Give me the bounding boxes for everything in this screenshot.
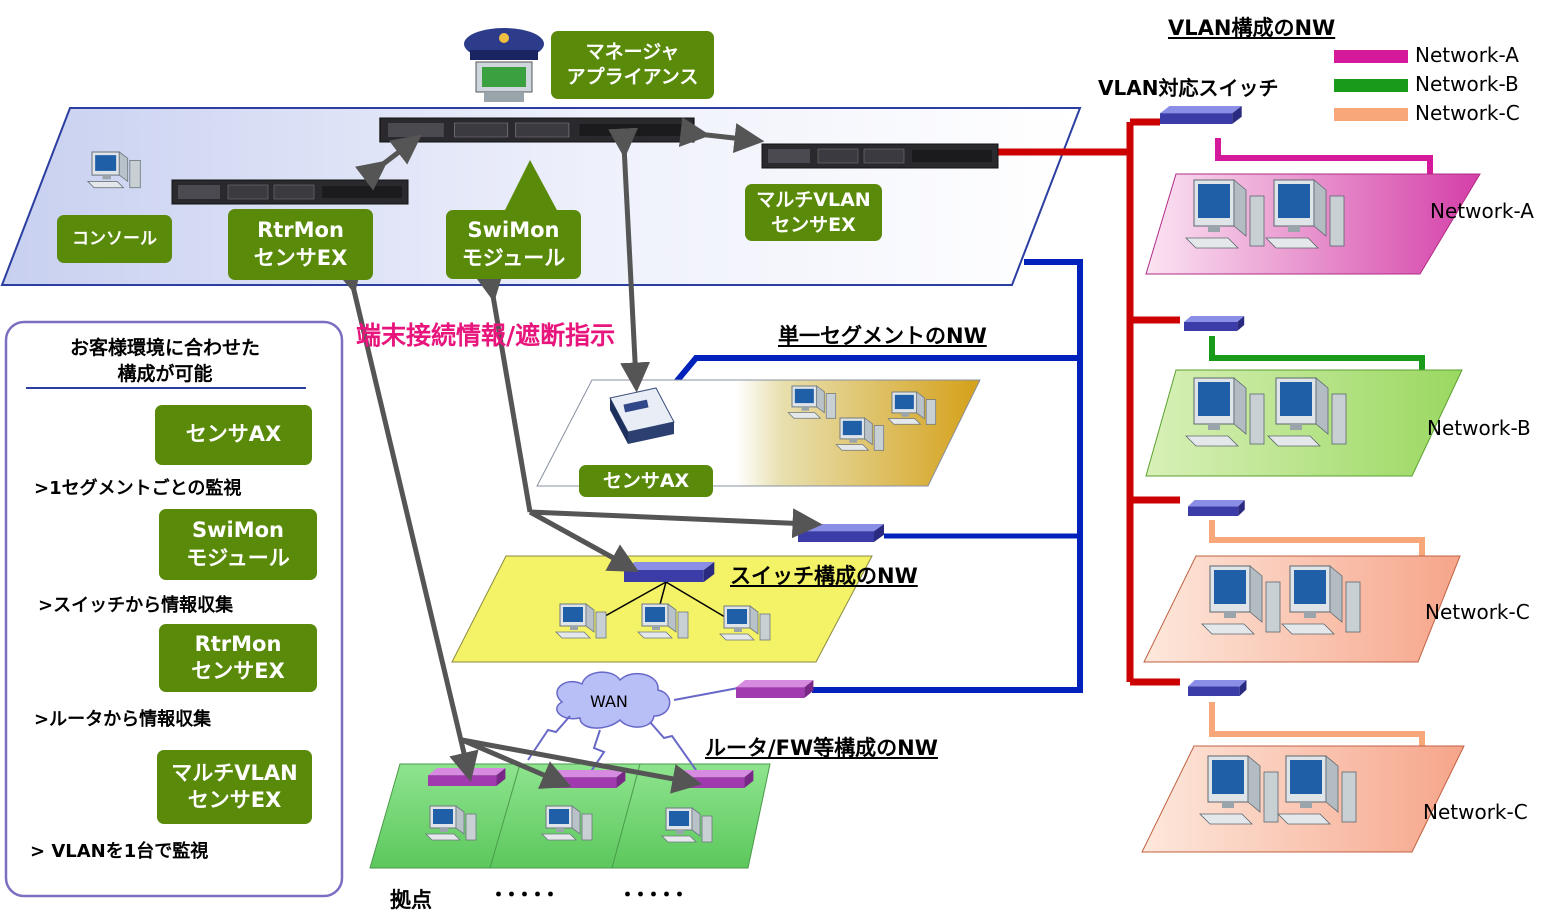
option-multivlan-label: マルチVLAN センサEX <box>157 750 312 824</box>
flow-caption: 端末接続情報/遮断指示 <box>356 321 616 350</box>
switch-nw-title: スイッチ構成のNW <box>730 564 918 588</box>
option-multivlan-desc: > VLANを1台で監視 <box>30 841 209 862</box>
vlan-network-a-label: Network-A <box>1430 199 1534 223</box>
site-label: 拠点 <box>390 888 432 912</box>
site-ellipsis-2: ・・・・・ <box>618 884 689 906</box>
wan-label: WAN <box>590 692 628 711</box>
single-sensor-label: センサAX <box>579 465 713 497</box>
option-sensorax-label: センサAX <box>155 405 312 465</box>
option-swimon-label: SwiMon モジュール <box>159 509 317 580</box>
vlan-switch-label: VLAN対応スイッチ <box>1098 76 1279 100</box>
legend-network-a: Network-A <box>1415 43 1519 67</box>
multivlan-sensor-label: マルチVLAN センサEX <box>745 184 882 241</box>
option-swimon-desc: >スイッチから情報収集 <box>38 595 234 616</box>
vlan-network-c2-label: Network-C <box>1423 800 1528 824</box>
options-title: お客様環境に合わせた 構成が可能 <box>69 337 260 385</box>
option-rtrmon-desc: >ルータから情報収集 <box>34 709 212 730</box>
router-nw-title: ルータ/FW等構成のNW <box>705 736 938 760</box>
console-label: コンソール <box>57 215 172 263</box>
single-segment-title: 単一セグメントのNW <box>778 324 987 348</box>
legend-network-c: Network-C <box>1415 101 1520 125</box>
vlan-network-b-label: Network-B <box>1427 416 1531 440</box>
option-sensorax-desc: >1セグメントごとの監視 <box>34 478 242 499</box>
rtrmon-sensor-label: RtrMon センサEX <box>228 209 373 280</box>
legend-network-b: Network-B <box>1415 72 1519 96</box>
site-ellipsis-1: ・・・・・ <box>489 884 560 906</box>
vlan-network-c-label: Network-C <box>1425 600 1530 624</box>
swimon-module-label: SwiMon モジュール <box>446 210 581 279</box>
manager-appliance-label: マネージャ アプライアンス <box>551 31 714 99</box>
vlan-title: VLAN構成のNW <box>1168 16 1336 40</box>
option-rtrmon-label: RtrMon センサEX <box>159 624 317 692</box>
